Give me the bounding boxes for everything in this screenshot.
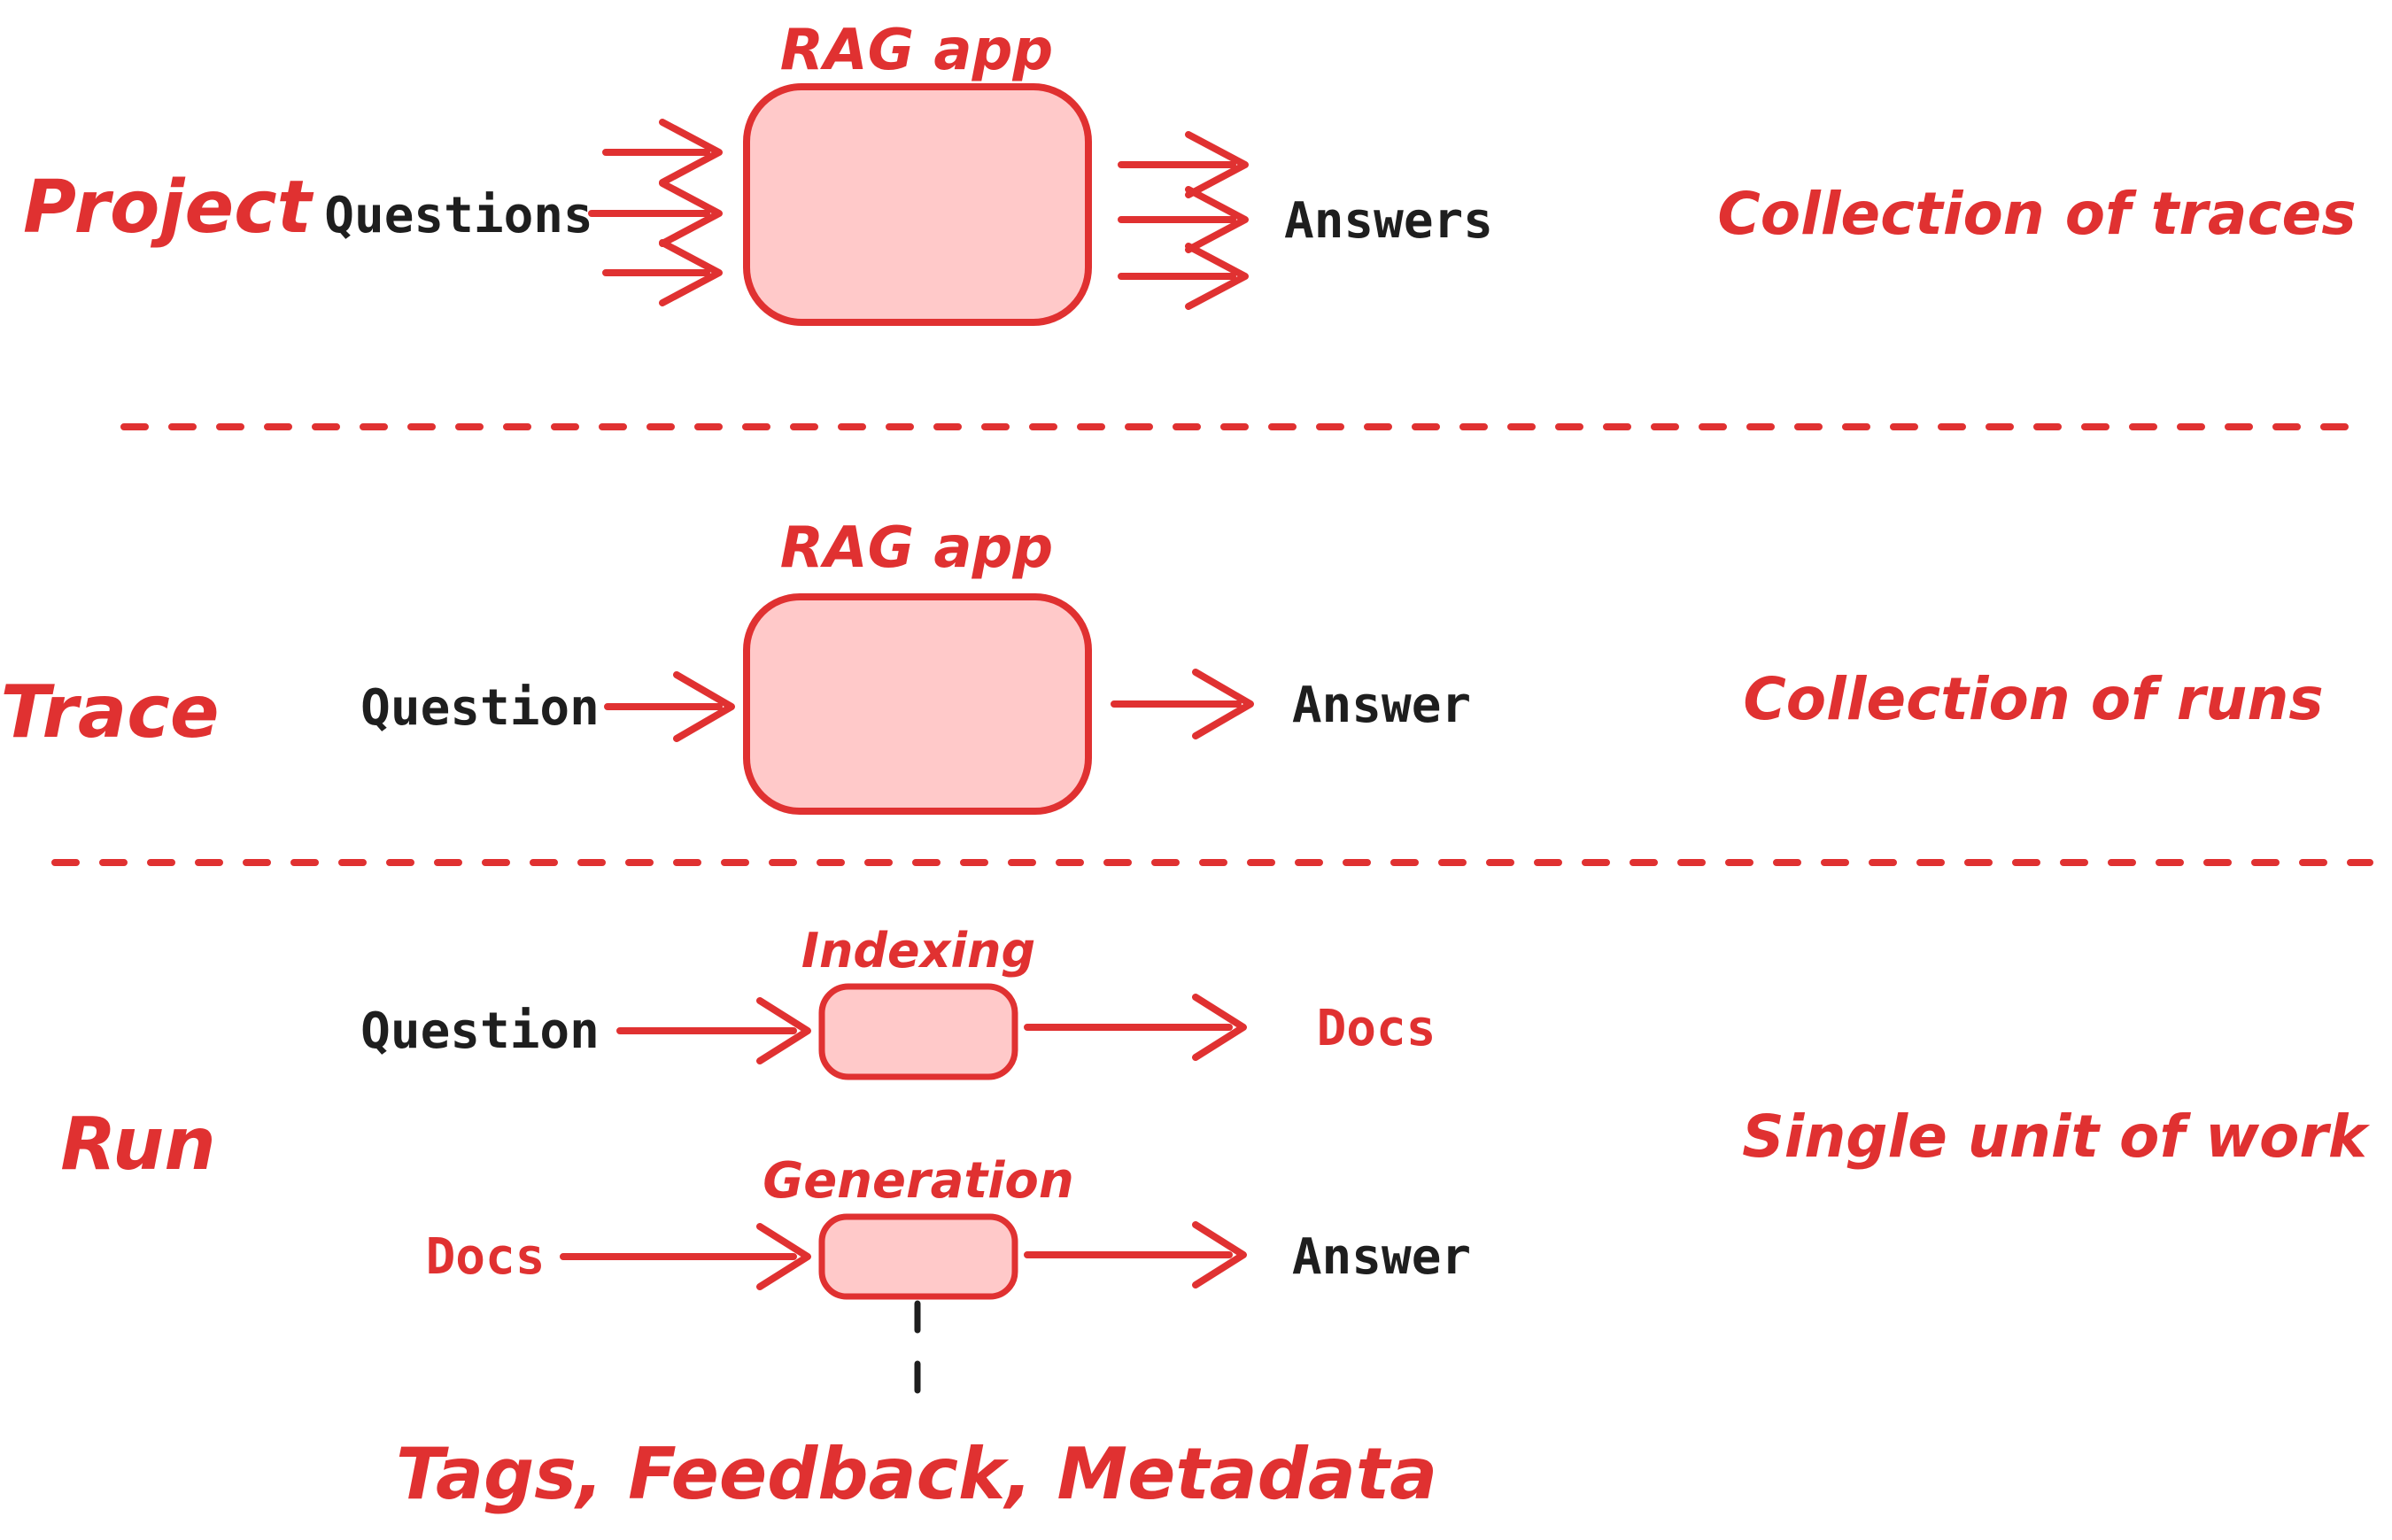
answers-label: Answers — [1284, 192, 1493, 250]
rag-app-box-title: RAG app — [780, 515, 1053, 581]
project-section-label: Project — [23, 166, 314, 250]
tags-feedback-metadata-label: Tags, Feedback, Metadata — [396, 1433, 1437, 1515]
arrow-right-icon — [604, 671, 735, 742]
arrow-right-icon — [602, 239, 723, 306]
indexing-box — [818, 983, 1018, 1080]
arrow-right-icon — [1118, 243, 1249, 310]
arrow-right-icon — [1024, 1221, 1247, 1288]
run-section-label: Run — [60, 1103, 215, 1187]
arrow-right-icon — [1024, 994, 1247, 1061]
docs-label: Docs — [426, 1228, 546, 1286]
arrow-right-icon — [1111, 669, 1254, 739]
arrow-right-icon — [602, 119, 723, 186]
generation-box — [818, 1213, 1018, 1300]
indexing-box-title: Indexing — [801, 923, 1035, 979]
trace-section-label: Trace — [1, 670, 220, 755]
question-label: Question — [360, 1002, 600, 1060]
answer-label: Answer — [1292, 1228, 1471, 1286]
project-annotation: Collection of traces — [1717, 180, 2356, 248]
generation-run-row: Generation Docs Answer — [426, 1152, 1471, 1300]
arrow-right-icon — [1118, 131, 1249, 198]
docs-label: Docs — [1317, 1000, 1436, 1057]
answer-label: Answer — [1292, 677, 1471, 734]
indexing-run-row: Indexing Question Docs — [360, 923, 1436, 1080]
trace-annotation: Collection of runs — [1743, 665, 2323, 733]
rag-app-box-title: RAG app — [780, 18, 1053, 83]
trace-section: RAG app Trace Question Answer Collection… — [1, 515, 2324, 815]
run-annotation: Single unit of work — [1742, 1103, 2371, 1171]
rag-app-box — [743, 593, 1092, 815]
rag-app-box — [743, 83, 1092, 326]
generation-box-title: Generation — [762, 1152, 1074, 1210]
question-label: Question — [360, 679, 600, 737]
project-section: RAG app Project Questions Answers Collec… — [23, 18, 2357, 326]
arrow-right-icon — [588, 180, 723, 247]
questions-label: Questions — [324, 187, 592, 244]
arrow-right-icon — [1118, 186, 1249, 253]
arrow-right-icon — [616, 997, 811, 1064]
arrow-right-icon — [560, 1223, 811, 1290]
run-section: Run Indexing Question Docs Generation Do… — [60, 923, 2371, 1515]
